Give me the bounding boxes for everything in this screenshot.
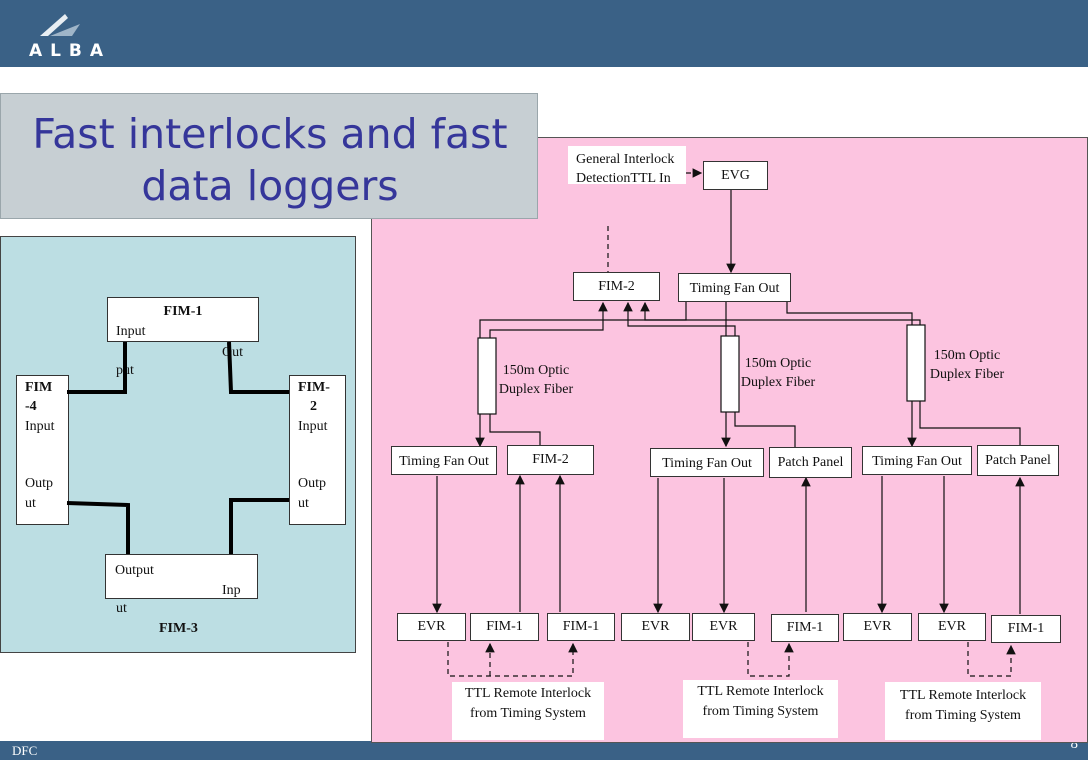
ttl-remote-3-label: TTL Remote Interlock from Timing System xyxy=(899,688,1027,723)
fim2-left-name-a: FIM- xyxy=(298,380,330,395)
fim2-to-fim3-wire xyxy=(229,498,289,554)
ttl-remote-2-label: TTL Remote Interlock from Timing System xyxy=(697,684,824,719)
fim1-output-a: Out xyxy=(222,345,243,360)
fiber-label-3: 150m Optic Duplex Fiber xyxy=(929,348,1005,382)
fim4-name-b: -4 xyxy=(25,399,37,414)
timing-fan-out-2: Timing Fan Out xyxy=(650,448,764,477)
patch-panel-2-label: Patch Panel xyxy=(985,453,1051,468)
fim1-to-fim2-wire xyxy=(227,341,289,394)
title-box: Fast interlocks and fast data loggers xyxy=(0,93,538,219)
evr-box-3: EVR xyxy=(692,613,755,641)
patch-panel-1-label: Patch Panel xyxy=(777,455,844,470)
evr-box-2: EVR xyxy=(621,613,690,641)
general-interlock-box: General Interlock DetectionTTL In xyxy=(568,146,686,186)
fim4-name-a: FIM xyxy=(25,380,53,395)
ttl-remote-2: TTL Remote Interlock from Timing System xyxy=(683,680,838,738)
fim4-box: FIM -4 Input Outp ut xyxy=(16,375,69,525)
timing-fan-out-1-label: Timing Fan Out xyxy=(399,454,489,469)
timing-fan-out-3-label: Timing Fan Out xyxy=(872,454,962,469)
fim1-box-4: FIM-1 xyxy=(991,615,1061,643)
fim2-left-name-b: 2 xyxy=(310,399,317,414)
patch-panel-1: Patch Panel xyxy=(769,447,852,478)
fim2-left-box: FIM- 2 Input Outp ut xyxy=(289,375,346,525)
footer-label: DFC xyxy=(12,743,38,758)
fim1-input: Input xyxy=(116,324,146,339)
fim3-name: FIM-3 xyxy=(159,621,198,636)
fim1-name: FIM-1 xyxy=(163,304,203,319)
fim1-box-3: FIM-1 xyxy=(771,614,839,642)
fim1-box: FIM-1 Input xyxy=(107,297,259,342)
fiber-label-2: 150m Optic Duplex Fiber xyxy=(740,356,816,390)
fim3-input-b: ut xyxy=(116,601,127,616)
fim2-mid-box: FIM-2 xyxy=(507,445,594,475)
fim2-left-input: Input xyxy=(298,419,328,434)
fim1-box-1: FIM-1 xyxy=(470,613,539,641)
header-bar xyxy=(0,0,1088,67)
fim1-to-fim4-wire xyxy=(67,342,127,394)
evg-box: EVG xyxy=(703,161,768,190)
fim3-box: Output Inp xyxy=(105,554,258,599)
timing-fan-out-top: Timing Fan Out xyxy=(678,273,791,302)
patch-panel-2: Patch Panel xyxy=(977,445,1059,476)
fiber-label-1: 150m Optic Duplex Fiber xyxy=(498,363,574,397)
timing-fan-out-1: Timing Fan Out xyxy=(391,446,497,475)
logo-text: ALBA xyxy=(29,41,111,61)
fim2-left-output-b: ut xyxy=(298,496,309,511)
fim4-output-a: Outp xyxy=(25,476,53,491)
timing-fan-out-3: Timing Fan Out xyxy=(862,446,972,475)
fim1-box-2: FIM-1 xyxy=(547,613,615,641)
evr-box-4: EVR xyxy=(843,613,912,641)
fim2-top-box: FIM-2 xyxy=(573,272,660,301)
footer-bar xyxy=(0,741,1088,760)
ttl-remote-1-label: TTL Remote Interlock from Timing System xyxy=(464,686,592,721)
ttl-remote-1: TTL Remote Interlock from Timing System xyxy=(452,682,604,740)
page-number: 8 xyxy=(1070,736,1079,752)
fim2-left-output-a: Outp xyxy=(298,476,326,491)
alba-logo: ALBA xyxy=(29,14,111,61)
general-interlock-label: General Interlock DetectionTTL In xyxy=(576,152,675,186)
timing-fan-out-top-label: Timing Fan Out xyxy=(689,281,780,296)
fim4-to-fim3-wire xyxy=(66,501,130,554)
ttl-remote-3: TTL Remote Interlock from Timing System xyxy=(885,682,1041,740)
fim3-output: Output xyxy=(115,563,154,578)
evr-box-5: EVR xyxy=(918,613,986,641)
fim4-output-b: ut xyxy=(25,496,36,511)
fim3-input: Inp xyxy=(222,583,241,598)
page-title: Fast interlocks and fast data loggers xyxy=(32,110,508,210)
fim4-input: Input xyxy=(25,419,55,434)
timing-fan-out-2-label: Timing Fan Out xyxy=(662,456,752,471)
evr-box-1: EVR xyxy=(397,613,466,641)
